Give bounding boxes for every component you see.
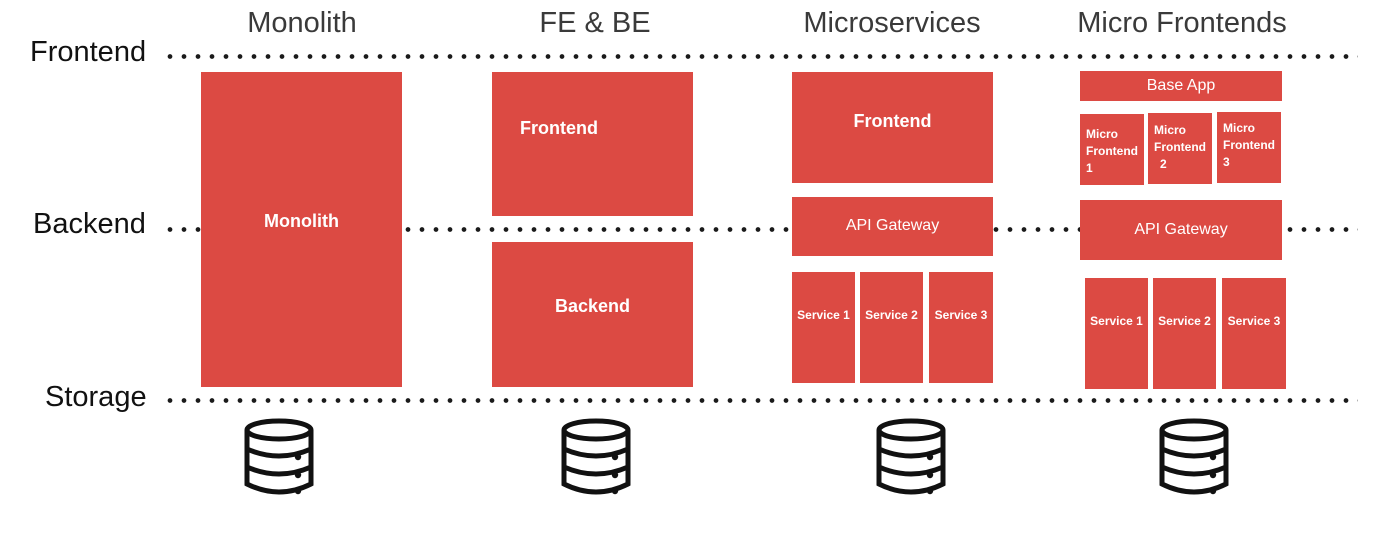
micro-frontend-3-line-2: Frontend <box>1223 138 1275 152</box>
microservices-service-2-label: Service 2 <box>865 307 918 322</box>
microservices-service-3-label: Service 3 <box>934 307 988 322</box>
database-icon <box>876 418 946 495</box>
database-icon <box>561 418 631 495</box>
micro-frontend-2-line-3: 2 <box>1160 157 1167 171</box>
micro-frontends-service-1-label: Service 1 <box>1090 313 1143 328</box>
micro-frontend-2-line-1: Micro <box>1154 123 1187 137</box>
microservices-api-gateway-label: API Gateway <box>845 216 940 234</box>
micro-frontends-service-2-label: Service 2 <box>1158 313 1211 328</box>
microservices-service-3-box: Service 3 <box>929 272 993 383</box>
layer-label-storage: Storage <box>45 381 147 413</box>
database-icon <box>244 418 314 495</box>
base-app-label: Base App <box>1146 77 1216 94</box>
micro-frontend-2-box: Micro Frontend 2 <box>1148 113 1212 184</box>
micro-frontends-service-3-box: Service 3 <box>1222 278 1286 389</box>
micro-frontend-1-line-3: 1 <box>1086 161 1093 175</box>
frontend-layer-line <box>163 54 1358 59</box>
column-title-micro-frontends: Micro Frontends <box>1077 7 1287 39</box>
micro-frontend-3-box: Micro Frontend 3 <box>1217 112 1281 183</box>
layer-label-frontend: Frontend <box>30 36 147 68</box>
storage-layer-line <box>163 398 1358 403</box>
backend-layer-line <box>163 227 1358 232</box>
microservices-frontend-box: Frontend <box>792 72 993 183</box>
micro-frontends-api-gateway-label: API Gateway <box>1134 221 1228 238</box>
micro-frontends-service-1-box: Service 1 <box>1085 278 1148 389</box>
micro-frontends-service-2-box: Service 2 <box>1153 278 1216 389</box>
monolith-box-label: Monolith <box>264 211 339 231</box>
micro-frontend-1-line-1: Micro <box>1086 127 1119 141</box>
column-title-fe-be: FE & BE <box>539 7 651 39</box>
fe-be-backend-label: Backend <box>554 296 631 316</box>
microservices-service-2-box: Service 2 <box>860 272 923 383</box>
micro-frontend-1-line-2: Frontend <box>1086 144 1138 158</box>
micro-frontend-1-box: Micro Frontend 1 <box>1080 114 1144 185</box>
column-title-monolith: Monolith <box>247 7 357 39</box>
monolith-box: Monolith <box>201 72 402 387</box>
micro-frontend-3-line-1: Micro <box>1223 121 1256 135</box>
microservices-service-1-box: Service 1 <box>792 272 855 383</box>
micro-frontends-service-3-label: Service 3 <box>1227 313 1281 328</box>
microservices-api-gateway-box: API Gateway <box>792 197 993 256</box>
column-title-microservices: Microservices <box>803 7 981 39</box>
database-icon <box>1159 418 1229 495</box>
micro-frontend-2-line-2: Frontend <box>1154 140 1206 154</box>
micro-frontends-api-gateway-box: API Gateway <box>1080 200 1282 260</box>
fe-be-backend-box: Backend <box>492 242 693 387</box>
microservices-frontend-label: Frontend <box>853 111 932 131</box>
fe-be-frontend-box: Frontend <box>492 72 693 216</box>
micro-frontend-3-line-3: 3 <box>1223 155 1230 169</box>
fe-be-frontend-label: Frontend <box>520 117 598 138</box>
base-app-box: Base App <box>1080 71 1282 101</box>
microservices-service-1-label: Service 1 <box>797 307 850 322</box>
layer-label-backend: Backend <box>33 208 146 240</box>
